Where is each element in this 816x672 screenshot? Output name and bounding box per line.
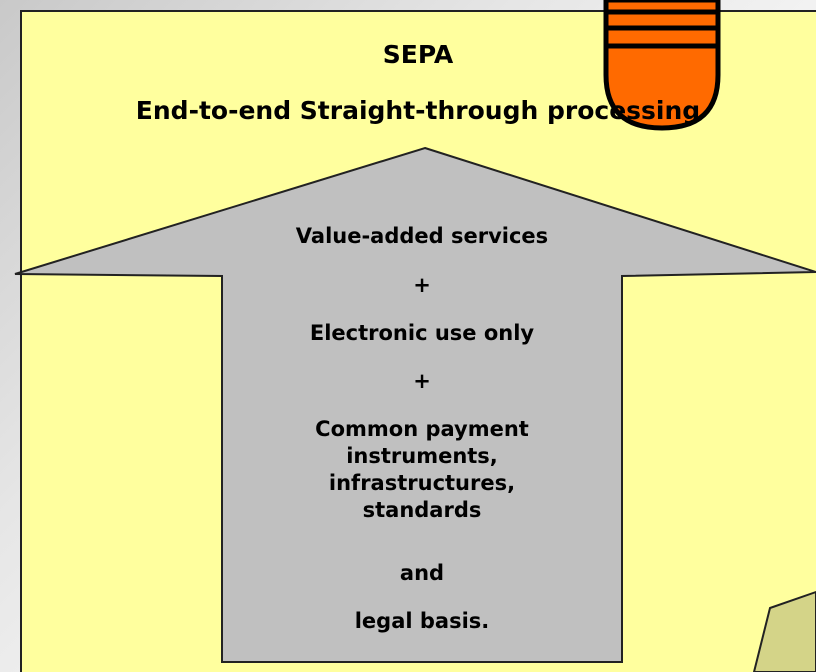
diagram-title: SEPA xyxy=(382,40,454,69)
corner-shape xyxy=(752,590,816,672)
arrow-item-value-added: Value-added services xyxy=(295,224,549,248)
arrow-item-common: Common payment instruments, infrastructu… xyxy=(315,417,529,522)
arrow-plus-1: + xyxy=(413,273,431,297)
up-arrow xyxy=(14,146,816,663)
arrow-item-and: and xyxy=(399,561,445,585)
arrow-item-legal: legal basis. xyxy=(354,609,490,633)
arrow-plus-2: + xyxy=(413,369,431,393)
arrow-item-electronic: Electronic use only xyxy=(309,321,535,345)
emblem-icon xyxy=(603,0,721,131)
diagram-subtitle: End-to-end Straight-through processing xyxy=(135,96,701,125)
